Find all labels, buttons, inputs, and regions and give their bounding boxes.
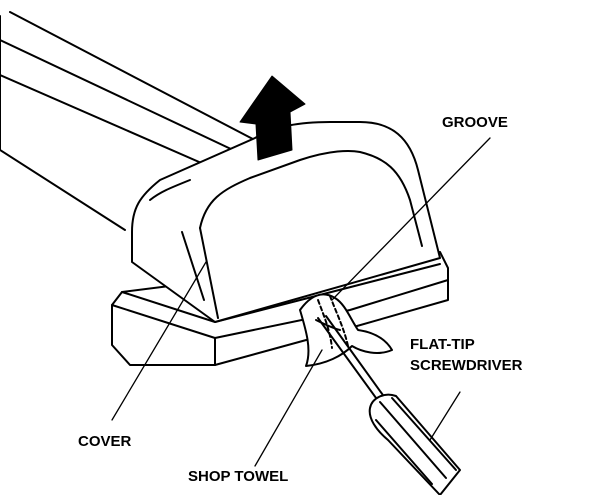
- cover-label: COVER: [78, 433, 132, 450]
- shop-towel-label: SHOP TOWEL: [188, 468, 289, 485]
- groove-leader: [331, 137, 491, 301]
- flat-tip-leader: [429, 391, 461, 441]
- up-arrow-icon: [239, 75, 306, 161]
- leader-lines: [111, 137, 491, 467]
- flat-tip-label-line2: SCREWDRIVER: [410, 357, 523, 374]
- cover-leader: [111, 261, 207, 421]
- shop-towel: [299, 293, 393, 367]
- shop-towel-leader: [254, 349, 323, 467]
- flat-tip-label-line1: FLAT-TIP: [410, 336, 475, 353]
- flat-tip-screwdriver: [317, 315, 461, 495]
- groove-label: GROOVE: [442, 114, 508, 131]
- cover: [131, 121, 441, 323]
